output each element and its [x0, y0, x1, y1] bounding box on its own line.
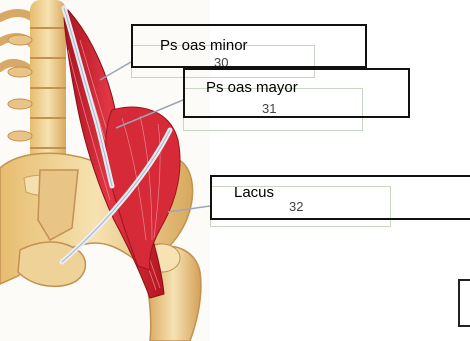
- label-box-psoas-mayor[interactable]: Ps oas mayor: [183, 68, 410, 118]
- label-psoas-minor: Ps oas minor: [160, 38, 248, 53]
- partial-label-box[interactable]: [458, 279, 470, 327]
- label-psoas-mayor: Ps oas mayor: [206, 80, 298, 95]
- label-box-psoas-minor[interactable]: Ps oas minor: [131, 24, 367, 68]
- label-lacus: Lacus: [234, 185, 274, 200]
- label-box-lacus[interactable]: Lacus: [210, 175, 470, 220]
